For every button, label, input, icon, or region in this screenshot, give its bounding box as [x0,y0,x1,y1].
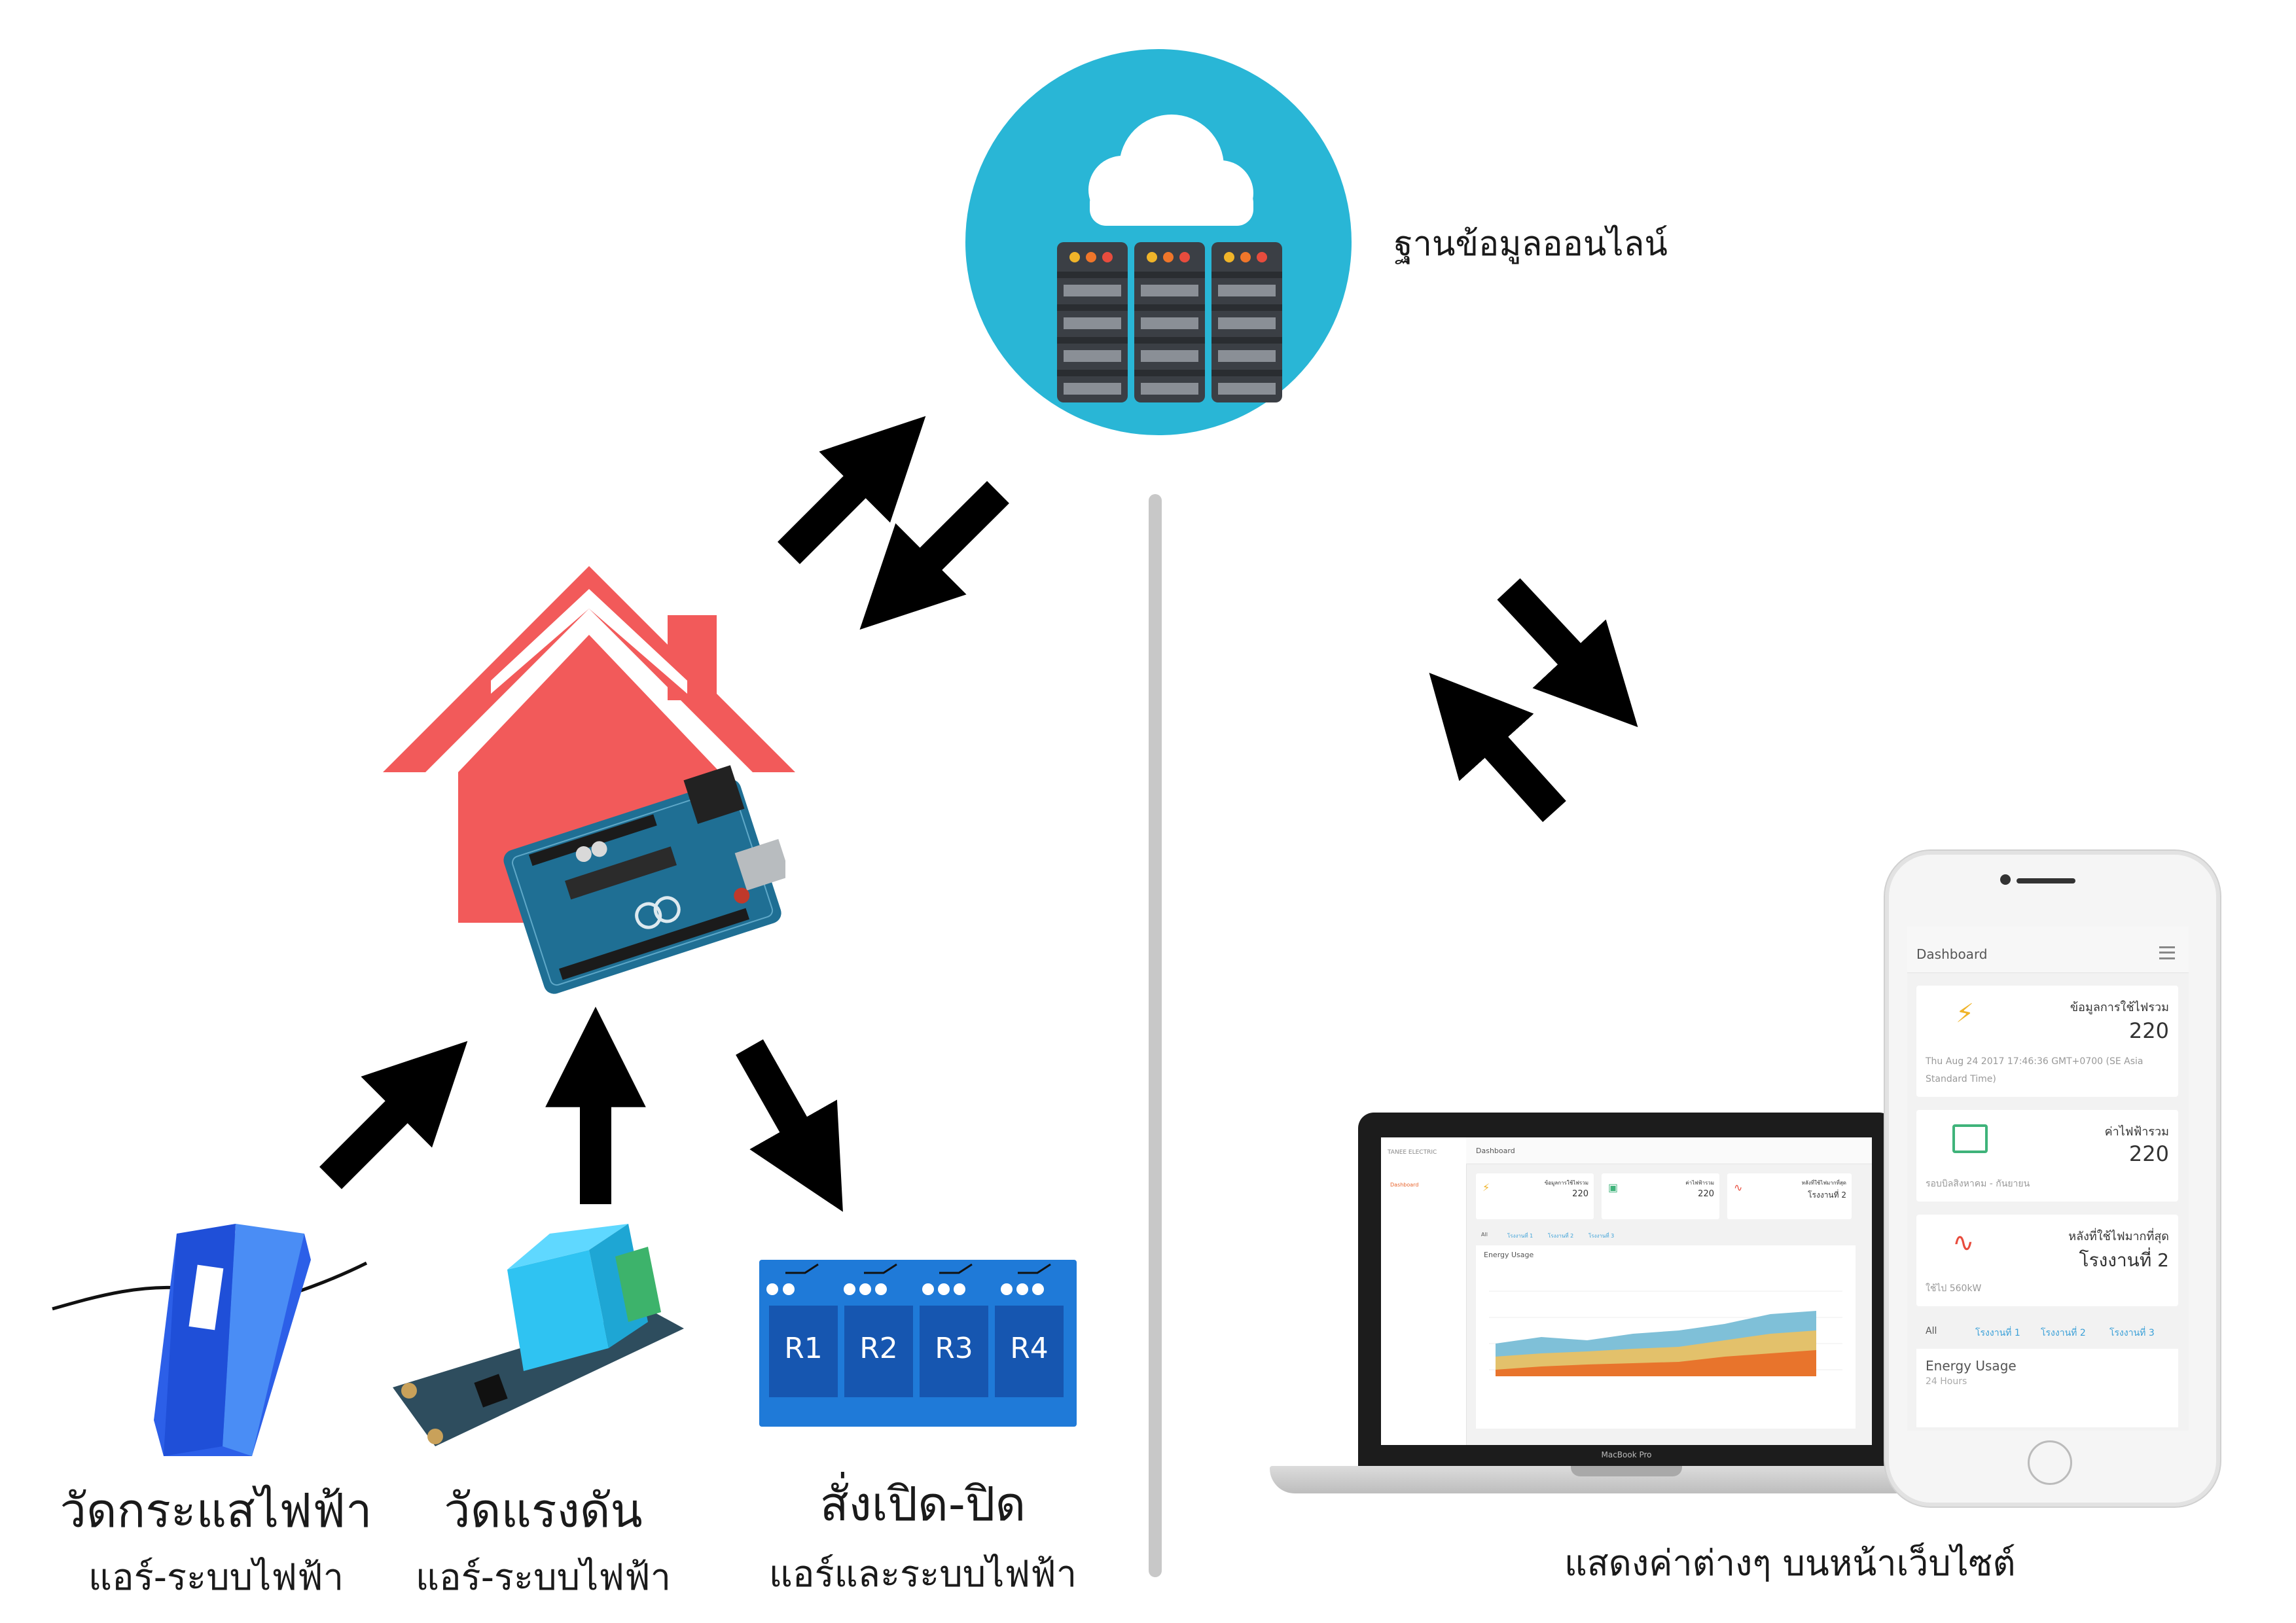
laptop-chart-panel: Energy Usage [1476,1245,1856,1429]
voltage-sensor [386,1217,687,1466]
phone-mockup: Dashboard ⚡ ข้อมูลการใช้ไฟรวม 220 Thu Au… [1885,851,2220,1507]
cloud-server-icon [965,49,1352,435]
laptop-screen: TANEE ELECTRIC Dashboard Dashboard ⚡ ข้อ… [1381,1137,1872,1445]
laptop-sidebar-title: TANEE ELECTRIC [1388,1149,1437,1156]
relay-title: สั่งเปิด-ปิด [819,1476,1026,1531]
phone-card-1-footer2: Standard Time) [1926,1074,1996,1084]
phone-tab-2[interactable]: โรงงานที่ 2 [2041,1328,2086,1338]
laptop-card-1-value: 220 [1572,1189,1588,1199]
arrow-current-to-arduino [319,1041,468,1189]
phone-card-2-footer: รอบบิลสิงหาคม - กันยายน [1926,1179,2030,1189]
arrow-to-cloud [778,416,926,564]
phone-card-1-value: 220 [2128,1018,2169,1043]
phone-card-3-title: หลังที่ใช้ไฟมากที่สุด [2068,1230,2169,1243]
phone-card-2-title: ค่าไฟฟ้ารวม [2104,1125,2169,1139]
laptop-card-2-value: 220 [1698,1189,1714,1199]
laptop-card-1-title: ข้อมูลการใช้ไฟรวม [1544,1180,1588,1186]
web-display-label: แสดงค่าต่างๆ บนหน้าเว็บไซต์ [1564,1543,2016,1584]
laptop-tab-1[interactable]: โรงงานที่ 1 [1507,1233,1534,1239]
arrow-from-web [1429,673,1566,823]
voltage-module-icon [393,1224,684,1446]
arrow-arduino-to-relay [736,1039,843,1212]
laptop-card-2-title: ค่าไฟฟ้ารวม [1685,1180,1714,1186]
current-sensor-title: วัดกระแสไฟฟ้า [60,1483,372,1538]
laptop-tabs: All โรงงานที่ 1 โรงงานที่ 2 โรงงานที่ 3 [1476,1229,1856,1242]
phone-card-3-value: โรงงานที่ 2 [2079,1249,2169,1271]
laptop-tab-3[interactable]: โรงงานที่ 3 [1588,1233,1615,1239]
pulse-icon: ∿ [1952,1228,1975,1258]
laptop-tab-all[interactable]: All [1481,1232,1488,1238]
arrow-from-cloud [859,480,1009,630]
phone-card-2-value: 220 [2128,1141,2169,1166]
phone-card-1-footer: Thu Aug 24 2017 17:46:36 GMT+0700 (SE As… [1926,1056,2144,1067]
cloud-database-label: ฐานข้อมูลออนไลน์ [1394,224,1668,264]
relay-module: R1 R2 R3 R4 [759,1257,1077,1427]
relay-subtitle: แอร์และระบบไฟฟ้า [768,1553,1077,1596]
current-sensor [46,1224,386,1459]
wallet-icon [1952,1124,1988,1153]
relay-channel-4: R4 [1010,1332,1049,1365]
relay-channel-2: R2 [859,1332,898,1365]
arduino-board-icon [503,765,785,994]
home-button[interactable] [2028,1440,2072,1485]
phone-card-1-title: ข้อมูลการใช้ไฟรวม [2070,1001,2169,1014]
laptop-brand: MacBook Pro [1601,1450,1652,1459]
lightning-icon: ⚡ [1956,999,1975,1029]
phone-header: Dashboard [1916,946,1988,962]
laptop-card-3: ∿ หลังที่ใช้ไฟมากที่สุด โรงงานที่ 2 [1727,1173,1852,1219]
menu-icon[interactable] [2159,946,2175,959]
phone-tab-all[interactable]: All [1926,1326,1937,1336]
arrow-to-web [1497,578,1638,728]
laptop-card-3-title: หลังที่ใช้ไฟมากที่สุด [1801,1180,1846,1186]
laptop-energy-chart [1489,1291,1842,1376]
laptop-card-3-value: โรงงานที่ 2 [1808,1190,1846,1200]
phone-screen: Dashboard ⚡ ข้อมูลการใช้ไฟรวม 220 Thu Au… [1907,927,2189,1431]
voltage-sensor-subtitle: แอร์-ระบบไฟฟ้า [415,1556,672,1599]
phone-tabs: All โรงงานที่ 1 โรงงานที่ 2 โรงงานที่ 3 [1916,1319,2178,1346]
laptop-card-1: ⚡ ข้อมูลการใช้ไฟรวม 220 [1476,1173,1594,1219]
current-sensor-subtitle: แอร์-ระบบไฟฟ้า [88,1556,344,1599]
relay-channel-1: R1 [784,1332,823,1365]
laptop-header: Dashboard [1476,1147,1515,1155]
phone-tab-3[interactable]: โรงงานที่ 3 [2109,1328,2155,1338]
phone-chart-title: Energy Usage [1926,1358,2017,1374]
phone-card-3-footer: ใช้ไป 560kW [1926,1283,1982,1294]
laptop-mockup: TANEE ELECTRIC Dashboard Dashboard ⚡ ข้อ… [1270,1113,1983,1512]
laptop-tab-2[interactable]: โรงงานที่ 2 [1548,1233,1574,1239]
laptop-card-2: ▣ ค่าไฟฟ้ารวม 220 [1602,1173,1719,1219]
phone-card-1: ⚡ ข้อมูลการใช้ไฟรวม 220 Thu Aug 24 2017 … [1916,986,2178,1097]
house-with-arduino: UNO [380,563,798,1034]
phone-tab-1[interactable]: โรงงานที่ 1 [1975,1328,2020,1338]
phone-card-3: ∿ หลังที่ใช้ไฟมากที่สุด โรงงานที่ 2 ใช้ไ… [1916,1215,2178,1306]
cloud-database [962,46,1355,438]
voltage-sensor-title: วัดแรงดัน [444,1483,643,1538]
phone-card-2: ค่าไฟฟ้ารวม 220 รอบบิลสิงหาคม - กันยายน [1916,1110,2178,1202]
laptop-chart-title: Energy Usage [1484,1251,1534,1259]
laptop-sidebar-item[interactable]: Dashboard [1390,1182,1419,1188]
phone-chart-subtitle: 24 Hours [1926,1376,1967,1387]
current-clamp-icon [52,1224,368,1456]
relay-channel-3: R3 [935,1332,973,1365]
phone-chart-panel: Energy Usage 24 Hours [1916,1349,2178,1427]
relay-board-icon [759,1260,1077,1427]
